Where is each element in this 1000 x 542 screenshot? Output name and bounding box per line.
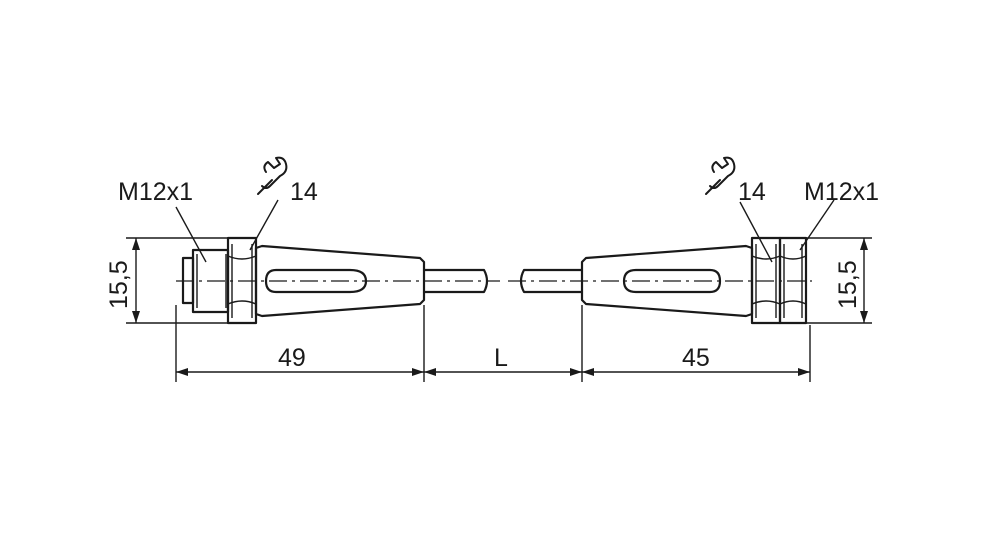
right-wrench-size: 14 xyxy=(738,178,766,206)
left-length-label: 49 xyxy=(278,344,306,372)
right-diameter-label: 15,5 xyxy=(834,260,862,309)
left-thread-label: M12x1 xyxy=(118,178,193,206)
left-connector xyxy=(181,236,489,325)
left-wrench-size: 14 xyxy=(290,178,318,206)
wrench-icon xyxy=(257,156,288,195)
wrench-icon xyxy=(705,156,736,195)
left-overmold xyxy=(254,244,426,318)
left-diameter-label: 15,5 xyxy=(105,260,133,309)
right-length-label: 45 xyxy=(682,344,710,372)
right-thread-label: M12x1 xyxy=(804,178,879,206)
leader-lines xyxy=(175,199,835,263)
cable-length-label: L xyxy=(494,344,508,372)
